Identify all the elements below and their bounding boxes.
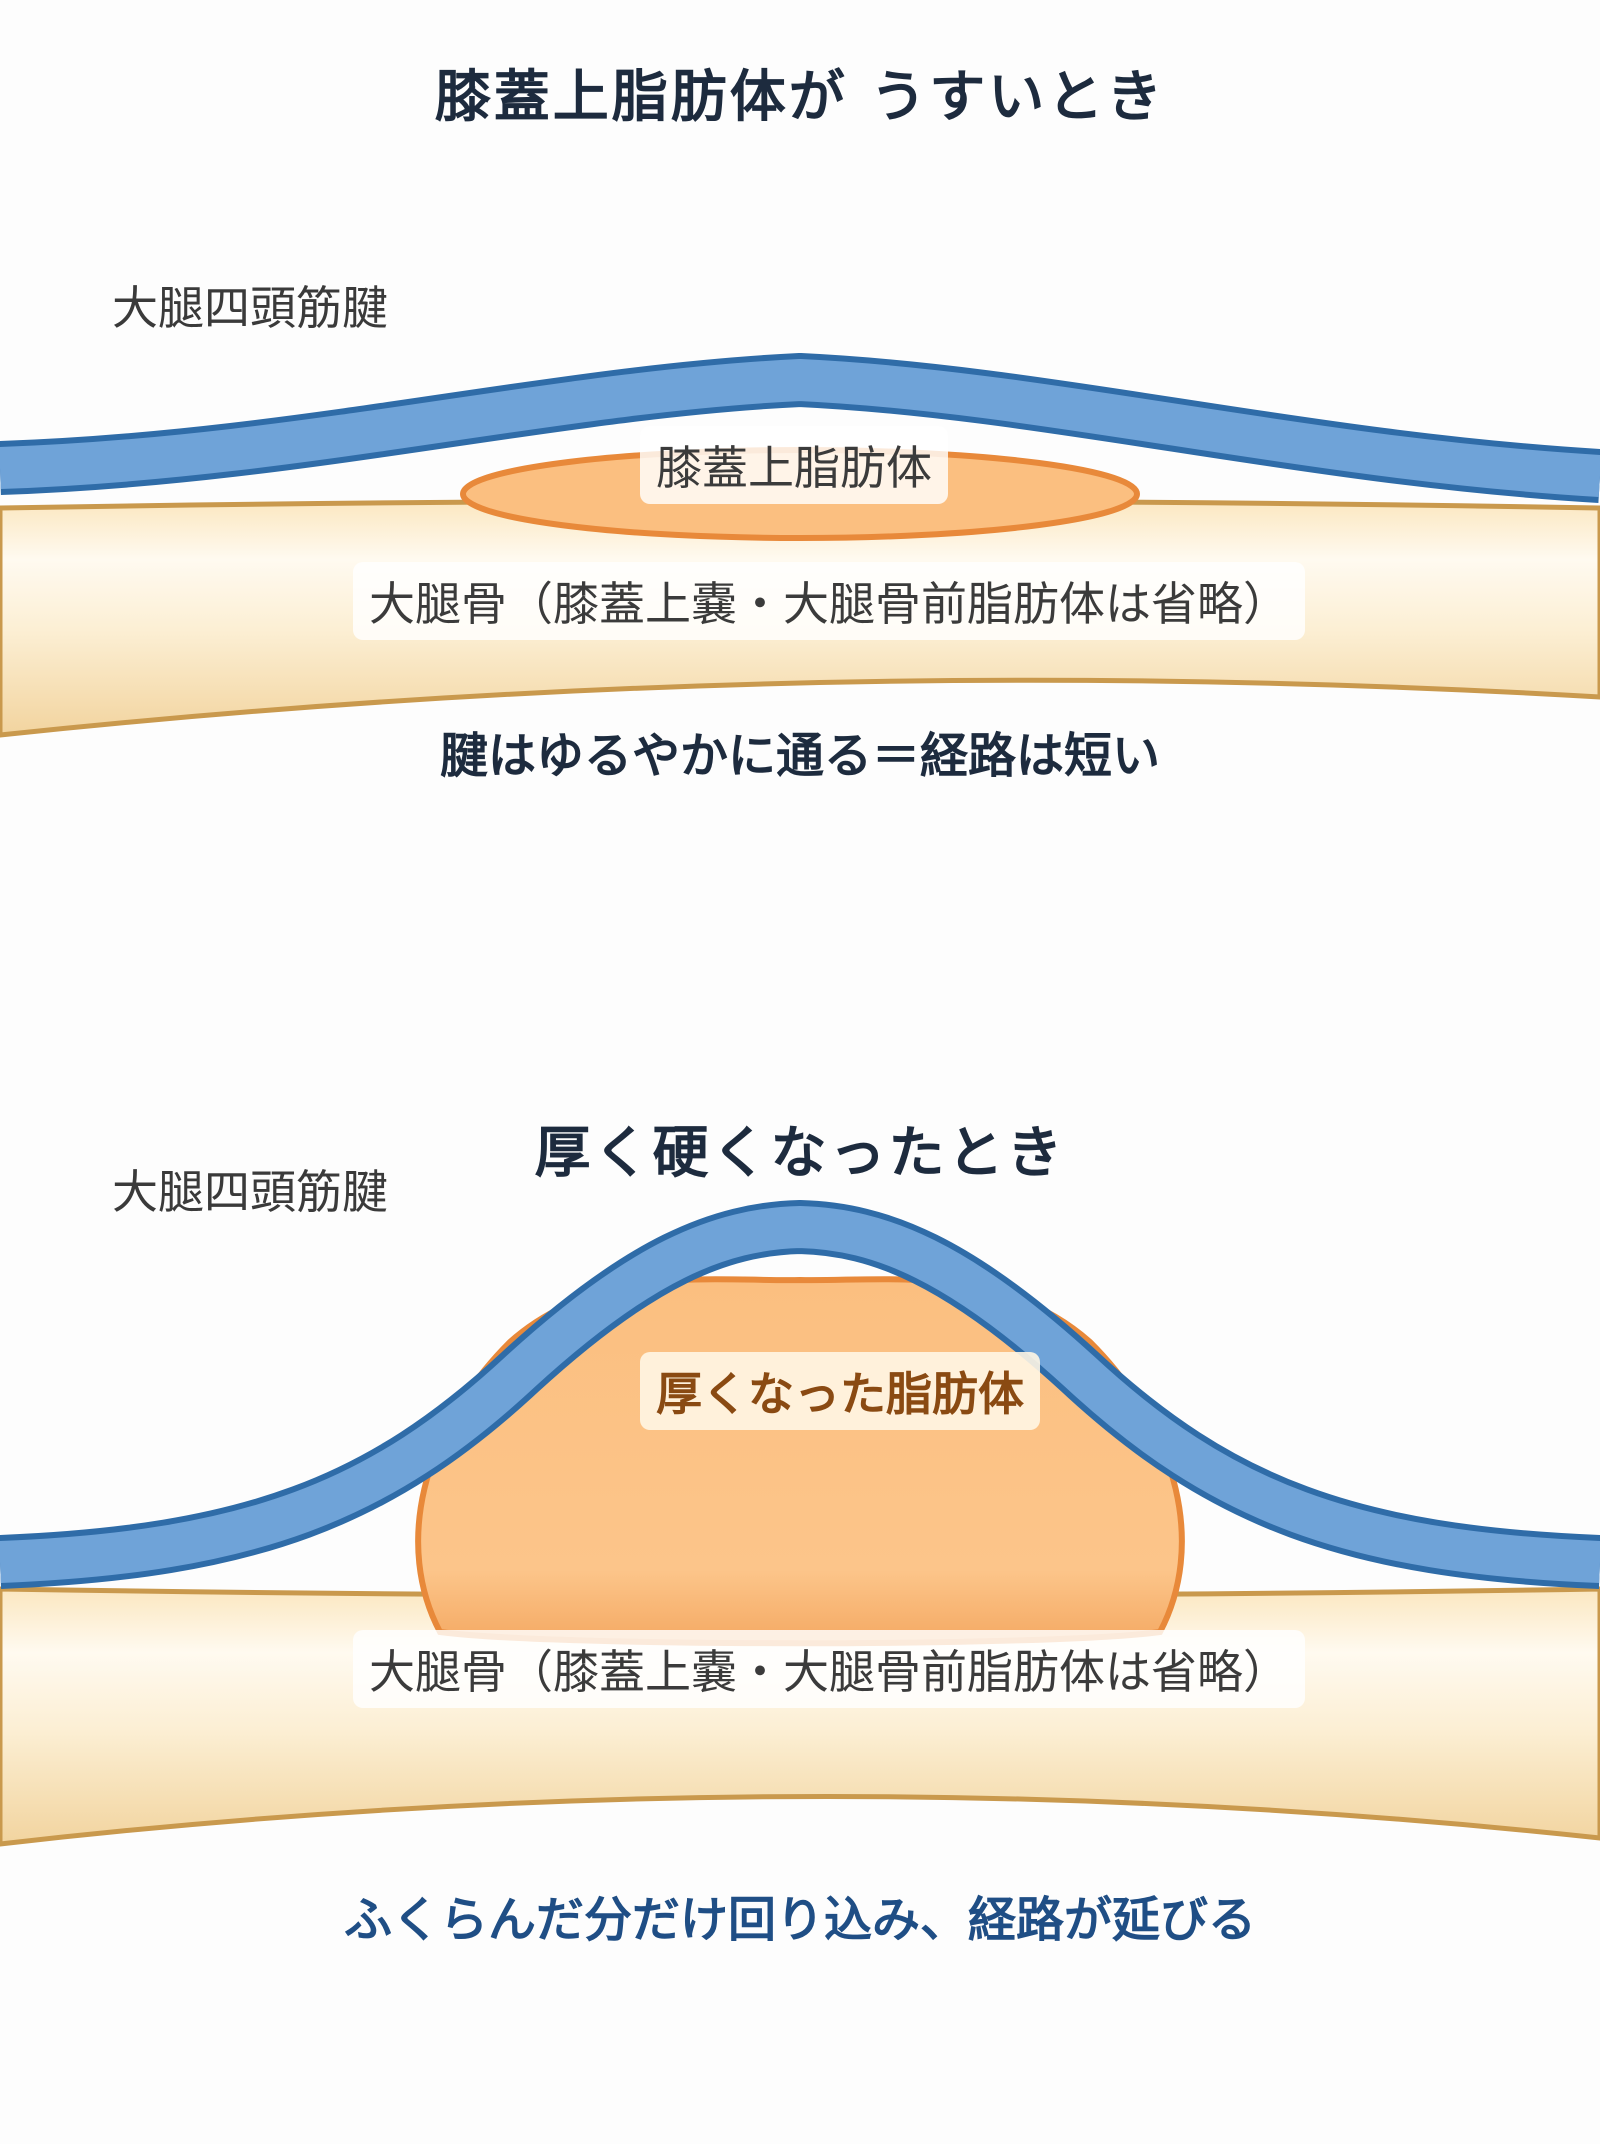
panel-heading: 厚く硬くなったとき (534, 1121, 1066, 1186)
fat-pad-label: 厚くなった脂肪体 (640, 1352, 1040, 1430)
panel-thin-fat-pad: 膝蓋上脂肪体が うすいとき 大腿四頭筋腱 膝蓋上脂肪体 大腿骨（膝蓋上嚢・大腿骨… (0, 65, 1600, 784)
panel-thick-fat-pad: 厚く硬くなったとき 大腿四頭筋腱 厚くなった脂肪体 大腿骨（膝蓋上嚢・大腿骨前脂… (0, 1072, 1600, 2144)
femur-label: 大腿骨（膝蓋上嚢・大腿骨前脂肪体は省略） (353, 1630, 1305, 1708)
quadriceps-tendon-label: 大腿四頭筋腱 (112, 281, 388, 335)
fat-pad-label: 膝蓋上脂肪体 (640, 426, 948, 504)
panel-caption: 腱はゆるやかに通る＝経路は短い (439, 728, 1160, 784)
panel-heading: 膝蓋上脂肪体が うすいとき (434, 65, 1166, 130)
thin-fat-pad-diagram (0, 352, 1600, 738)
femur-label: 大腿骨（膝蓋上嚢・大腿骨前脂肪体は省略） (353, 562, 1305, 640)
quadriceps-tendon-label: 大腿四頭筋腱 (112, 1165, 388, 1219)
thick-fat-pad-diagram (0, 1199, 1600, 1847)
panel-caption: ふくらんだ分だけ回り込み、経路が延びる (343, 1892, 1256, 1948)
